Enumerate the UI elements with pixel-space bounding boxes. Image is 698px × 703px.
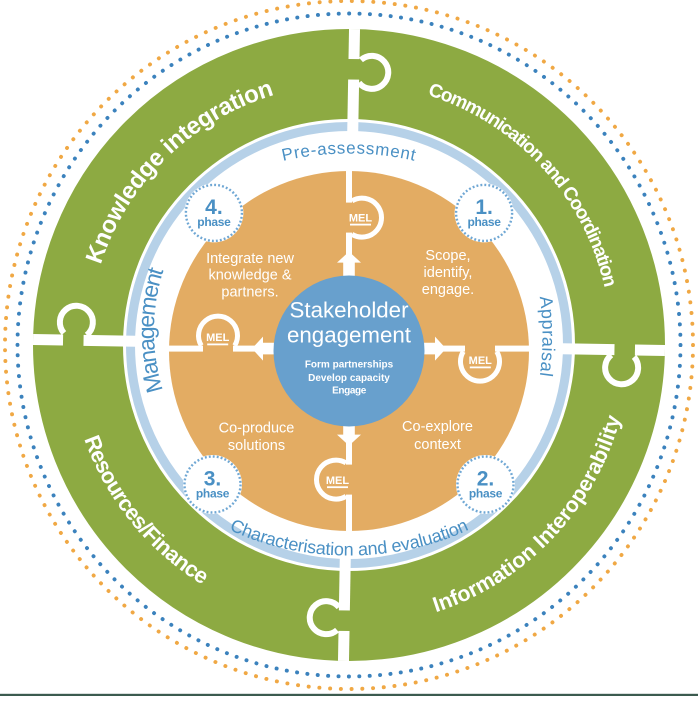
svg-text:4.: 4. <box>205 196 223 219</box>
svg-text:MEL: MEL <box>469 355 493 367</box>
svg-text:knowledge &: knowledge & <box>208 268 291 284</box>
svg-text:engagement: engagement <box>287 323 412 348</box>
svg-text:phase: phase <box>197 215 231 229</box>
svg-text:solutions: solutions <box>228 438 285 454</box>
svg-text:MEL: MEL <box>206 332 230 344</box>
svg-text:Scope,: Scope, <box>425 248 470 264</box>
svg-text:partners.: partners. <box>221 285 278 301</box>
svg-text:Co-produce: Co-produce <box>219 421 295 437</box>
svg-text:Co-explore: Co-explore <box>402 419 473 435</box>
svg-text:Stakeholder: Stakeholder <box>290 298 410 323</box>
svg-text:Form partnerships: Form partnerships <box>305 360 394 371</box>
svg-text:Engage: Engage <box>332 386 367 397</box>
svg-text:3.: 3. <box>204 468 222 491</box>
svg-text:MEL: MEL <box>349 212 373 224</box>
svg-text:identify,: identify, <box>424 265 473 281</box>
svg-text:context: context <box>414 437 461 453</box>
svg-text:1.: 1. <box>475 196 493 219</box>
svg-text:phase: phase <box>468 215 502 229</box>
svg-text:MEL: MEL <box>326 475 350 487</box>
svg-text:phase: phase <box>469 487 503 501</box>
svg-text:Develop capacity: Develop capacity <box>308 373 390 384</box>
svg-text:Integrate new: Integrate new <box>206 251 294 267</box>
svg-text:2.: 2. <box>477 468 495 491</box>
svg-text:phase: phase <box>196 487 230 501</box>
svg-text:Appraisal: Appraisal <box>536 295 559 379</box>
svg-text:engage.: engage. <box>422 282 474 298</box>
